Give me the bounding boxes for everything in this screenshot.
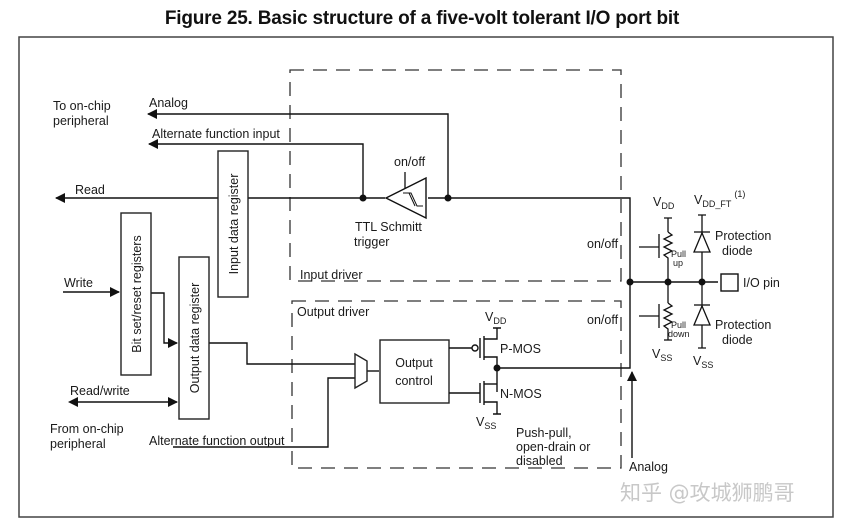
output-control-block — [379, 339, 450, 404]
to-on-chip-label-1: To on-chip — [53, 99, 111, 113]
pull-down-resistor — [639, 282, 674, 341]
vdd-ft-label: VDD_FT(1) — [694, 189, 745, 209]
vdd-pmos-sub: DD — [493, 316, 506, 326]
output-data-register-label: Output data register — [188, 283, 202, 393]
alt-func-input-label: Alternate function input — [152, 127, 280, 141]
odr-to-mux-wire — [208, 342, 356, 365]
schmitt-trigger — [384, 172, 427, 220]
output-stage-wire — [497, 282, 631, 369]
vdd-ft-sub: DD_FT — [702, 199, 732, 209]
vss-pulldown-label: VSS — [652, 347, 672, 363]
figure-title: Figure 25. Basic structure of a five-vol… — [164, 8, 680, 29]
alt-func-output-wire — [173, 377, 356, 448]
pullup-onoff-label: on/off — [587, 237, 619, 251]
bsrr-to-odr-wire — [151, 292, 178, 348]
outer-frame-border — [18, 36, 834, 518]
pull-up-label-2: up — [673, 258, 683, 268]
protection-top-label-2: diode — [722, 244, 753, 258]
read-write-arrowhead-left — [68, 397, 78, 407]
bit-set-reset-block — [120, 212, 152, 376]
output-control-label-2: control — [395, 374, 433, 388]
pull-down-label-2: down — [668, 329, 690, 339]
vdd-pullup-sub: DD — [661, 201, 674, 211]
output-control-label-1: Output — [395, 356, 433, 370]
protection-diode-bottom — [693, 282, 711, 349]
input-driver-box — [289, 69, 622, 282]
output-data-register-block — [178, 256, 210, 420]
vss-pulldown-main: V — [652, 347, 661, 361]
mode-label-1: Push-pull, — [516, 426, 572, 440]
vss-diode-main: V — [693, 354, 702, 368]
input-data-register-label: Input data register — [227, 174, 241, 275]
vss-pulldown-sub: SS — [660, 353, 672, 363]
vss-nmos-label: VSS — [476, 415, 496, 431]
nmos-label: N-MOS — [500, 387, 542, 401]
schmitt-output-wire — [428, 197, 631, 282]
vss-diode-label: VSS — [693, 354, 713, 370]
alt-func-input-wire — [148, 139, 364, 198]
output-driver-box — [291, 300, 622, 469]
from-on-chip-label-1: From on-chip — [50, 422, 124, 436]
read-label: Read — [75, 183, 105, 197]
pmos-transistor — [449, 327, 501, 392]
write-label: Write — [64, 276, 93, 290]
vdd-pmos-main: V — [485, 310, 494, 324]
protection-bottom-label-1: Protection — [715, 318, 771, 332]
io-pin-terminal[interactable] — [720, 273, 739, 292]
mode-label-2: open-drain or — [516, 440, 590, 454]
to-on-chip-label-2: peripheral — [53, 114, 109, 128]
protection-bottom-label-2: diode — [722, 333, 753, 347]
vdd-pmos-label: VDD — [485, 310, 507, 326]
analog-input-wire — [147, 109, 449, 198]
pull-up-label-1: Pull — [671, 249, 686, 259]
vss-nmos-main: V — [476, 415, 485, 429]
pmos-label: P-MOS — [500, 342, 541, 356]
schmitt-label-2: trigger — [354, 235, 389, 249]
input-driver-label: Input driver — [300, 268, 363, 282]
output-stage-junction — [493, 364, 501, 372]
analog-top-label: Analog — [149, 96, 188, 110]
input-data-register-block — [217, 150, 249, 298]
vdd-ft-note: (1) — [734, 189, 745, 199]
schmitt-onoff-label: on/off — [394, 155, 426, 169]
bit-set-reset-label: Bit set/reset registers — [130, 235, 144, 352]
pull-down-label-1: Pull — [671, 320, 686, 330]
pulldown-onoff-label: on/off — [587, 313, 619, 327]
read-write-label: Read/write — [70, 384, 130, 398]
vss-diode-sub: SS — [701, 360, 713, 370]
pin-node-left — [626, 278, 634, 286]
pull-up-resistor — [639, 217, 674, 282]
schmitt-label-1: TTL Schmitt — [355, 220, 422, 234]
output-mux — [354, 352, 368, 390]
vdd-ft-main: V — [694, 193, 703, 207]
alt-func-output-label: Alternate function output — [149, 434, 285, 448]
analog-junction — [444, 194, 452, 202]
vdd-pullup-label: VDD — [653, 195, 675, 211]
mode-label-3: disabled — [516, 454, 563, 468]
protection-top-label-1: Protection — [715, 229, 771, 243]
io-pin-label: I/O pin — [743, 276, 780, 290]
nmos-transistor — [449, 381, 501, 415]
from-on-chip-label-2: peripheral — [50, 437, 106, 451]
analog-bottom-label: Analog — [629, 460, 668, 474]
protection-diode-top — [693, 214, 711, 282]
output-driver-label: Output driver — [297, 305, 369, 319]
alt-input-junction — [359, 194, 367, 202]
watermark: 知乎 @攻城狮鹏哥 — [620, 481, 795, 505]
vdd-pullup-main: V — [653, 195, 662, 209]
vss-nmos-sub: SS — [484, 421, 496, 431]
